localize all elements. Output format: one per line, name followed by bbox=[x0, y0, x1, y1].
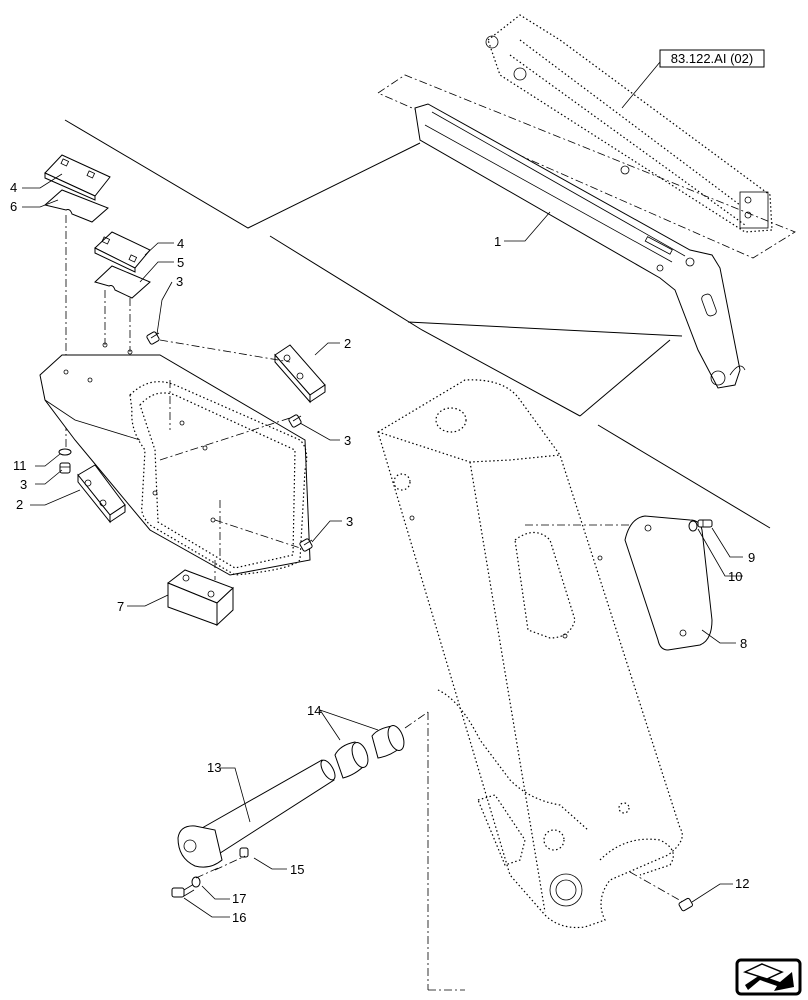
main-boom bbox=[377, 379, 683, 929]
bolt-9 bbox=[697, 519, 713, 528]
pad-2-left bbox=[77, 464, 126, 524]
washer-17 bbox=[191, 876, 201, 888]
shim-5 bbox=[94, 265, 151, 299]
bolt-3-top bbox=[146, 331, 160, 345]
callout-1[interactable]: 1 bbox=[494, 234, 501, 249]
bolt-16 bbox=[171, 883, 195, 898]
shim-6 bbox=[43, 189, 109, 223]
callout-11[interactable]: 11 bbox=[13, 458, 27, 473]
next-page-arrow-icon[interactable] bbox=[735, 958, 802, 996]
callout-6[interactable]: 6 bbox=[10, 199, 17, 214]
callout-8[interactable]: 8 bbox=[740, 636, 747, 651]
bolt-12 bbox=[678, 897, 693, 912]
callout-3-left[interactable]: 3 bbox=[20, 477, 27, 492]
bolt-3-bottom bbox=[299, 538, 313, 552]
callout-3-middle[interactable]: 3 bbox=[344, 433, 351, 448]
washer-11 bbox=[58, 448, 72, 456]
callout-7[interactable]: 7 bbox=[117, 599, 124, 614]
callout-4-lower[interactable]: 4 bbox=[177, 236, 184, 251]
callout-15[interactable]: 15 bbox=[290, 862, 304, 877]
callout-9[interactable]: 9 bbox=[748, 550, 755, 565]
upper-pad-4 bbox=[44, 154, 111, 201]
housing bbox=[39, 342, 311, 576]
callout-16[interactable]: 16 bbox=[232, 910, 246, 925]
callout-3-top[interactable]: 3 bbox=[176, 274, 183, 289]
callout-3-bottom[interactable]: 3 bbox=[346, 514, 353, 529]
callout-4-upper[interactable]: 4 bbox=[10, 180, 17, 195]
callout-17[interactable]: 17 bbox=[232, 891, 246, 906]
bolt-3-left bbox=[59, 462, 71, 474]
callout-2-left[interactable]: 2 bbox=[16, 497, 23, 512]
cover-plate-8 bbox=[624, 515, 713, 651]
part-1-arm bbox=[414, 103, 746, 389]
washer-10 bbox=[688, 520, 698, 532]
callout-13[interactable]: 13 bbox=[207, 760, 221, 775]
pin-15 bbox=[239, 847, 249, 858]
block-7 bbox=[167, 569, 234, 627]
callout-2-right[interactable]: 2 bbox=[344, 336, 351, 351]
callout-5[interactable]: 5 bbox=[177, 255, 184, 270]
bushing-14a bbox=[334, 741, 369, 779]
callouts: 4 6 4 5 3 2 3 11 3 2 3 7 1 9 10 8 14 13 … bbox=[10, 180, 755, 925]
bushing-14b bbox=[371, 725, 405, 759]
leader-lines bbox=[22, 173, 743, 918]
bolt-3-middle bbox=[288, 414, 302, 428]
callout-14[interactable]: 14 bbox=[307, 703, 321, 718]
lower-pad-4 bbox=[94, 231, 151, 273]
callout-12[interactable]: 12 bbox=[735, 876, 749, 891]
svg-text:83.122.AI (02): 83.122.AI (02) bbox=[671, 51, 753, 66]
reference-box[interactable]: 83.122.AI (02) bbox=[659, 49, 765, 68]
pin-13 bbox=[177, 759, 336, 868]
reference-boom-assembly bbox=[485, 14, 773, 233]
pad-2-right bbox=[274, 344, 326, 404]
callout-10[interactable]: 10 bbox=[728, 569, 742, 584]
